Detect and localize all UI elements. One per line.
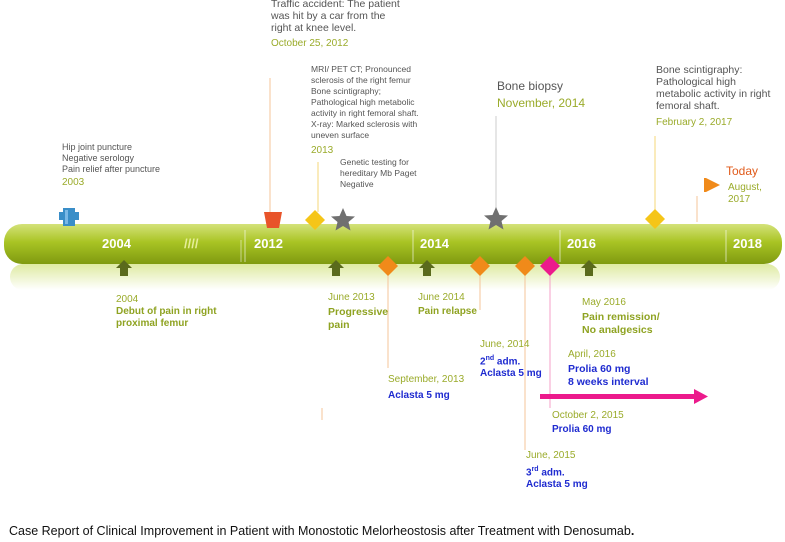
figure-caption-period: . — [630, 524, 635, 538]
event-2003: Hip joint puncture Negative serology Pai… — [62, 142, 160, 189]
year-2012: 2012 — [254, 236, 283, 251]
event-2004: 2004 Debut of pain in right proximal fem… — [116, 294, 217, 330]
event-jun2014b-date: June, 2014 — [480, 339, 530, 350]
event-jun2013-date: June 2013 — [328, 292, 375, 303]
event-2004-date: 2004 — [116, 294, 139, 305]
event-accident-text: Traffic accident: The patient was hit by… — [271, 0, 400, 34]
arrow-jun2014 — [419, 260, 435, 276]
arrow-2004 — [116, 260, 132, 276]
event-apr2016: April, 2016 Prolia 60 mg 8 weeks interva… — [568, 349, 649, 389]
event-jun2013-text: Progressive pain — [328, 306, 389, 331]
event-oct2015: October 2, 2015 Prolia 60 mg — [552, 410, 624, 436]
event-jun2015-sup: rd — [531, 466, 539, 473]
event-accident-date: October 25, 2012 — [271, 38, 349, 49]
event-biopsy-title: Bone biopsy — [497, 79, 564, 93]
prolia-interval-arrow — [540, 389, 708, 404]
diamond-2013 — [305, 210, 325, 230]
today-date: August, 2017 — [728, 182, 762, 205]
event-jun2014a-date: June 2014 — [418, 292, 465, 303]
event-sep2013: September, 2013 Aclasta 5 mg — [388, 374, 464, 402]
axis-break: //// — [184, 236, 199, 251]
year-2016: 2016 — [567, 236, 596, 251]
event-scint2017-date: February 2, 2017 — [656, 117, 733, 128]
event-2013-date: 2013 — [311, 145, 334, 156]
event-accident: Traffic accident: The patient was hit by… — [271, 0, 400, 50]
event-scint2017-text: Bone scintigraphy: Pathological high met… — [656, 64, 771, 112]
event-jun2015-date: June, 2015 — [526, 450, 576, 461]
hip-puncture-marker — [59, 208, 79, 226]
figure-caption: Case Report of Clinical Improvement in P… — [9, 524, 634, 539]
event-scint2017: Bone scintigraphy: Pathological high met… — [656, 64, 770, 129]
today-label: Today — [726, 164, 759, 178]
arrow-jun2013 — [328, 260, 344, 276]
event-genetic: Genetic testing for hereditary Mb Paget … — [340, 157, 417, 190]
event-jun2014b: June, 2014 2nd adm. Aclasta 5 mg — [480, 339, 542, 380]
figure-caption-text: Case Report of Clinical Improvement in P… — [9, 524, 631, 538]
event-apr2016-text: Prolia 60 mg 8 weeks interval — [568, 363, 649, 388]
event-biopsy: Bone biopsy November, 2014 — [497, 80, 585, 110]
year-2014: 2014 — [420, 236, 449, 251]
arrow-may2016 — [581, 260, 597, 276]
year-2004: 2004 — [102, 236, 131, 251]
event-2003-text: Hip joint puncture Negative serology Pai… — [62, 142, 161, 174]
diamond-jun2014 — [470, 256, 490, 276]
event-may2016-text: Pain remission/ No analgesics — [582, 311, 660, 336]
event-oct2015-text: Prolia 60 mg — [552, 424, 612, 435]
event-sep2013-date: September, 2013 — [388, 374, 465, 385]
event-jun2015-adm: adm. — [538, 467, 565, 479]
diamond-oct2015 — [540, 256, 560, 276]
event-2003-date: 2003 — [62, 177, 85, 188]
event-jun2015: June, 2015 3rd adm. Aclasta 5 mg — [526, 450, 588, 491]
event-sep2013-text: Aclasta 5 mg — [388, 390, 450, 401]
event-jun2014a-text: Pain relapse — [418, 306, 477, 317]
diamond-2017 — [645, 209, 665, 229]
event-2004-text: Debut of pain in right proximal femur — [116, 306, 217, 329]
event-may2016-date: May 2016 — [582, 297, 626, 308]
event-jun2014b-text: Aclasta 5 mg — [480, 368, 542, 380]
event-2013: MRI/ PET CT; Pronounced sclerosis of the… — [311, 64, 419, 157]
diamond-sep2013 — [378, 256, 398, 276]
event-today: Today August, 2017 — [726, 165, 785, 206]
event-oct2015-date: October 2, 2015 — [552, 410, 624, 421]
accident-marker — [264, 212, 282, 228]
event-may2016: May 2016 Pain remission/ No analgesics — [582, 297, 660, 337]
event-jun2015-ord: 3 — [526, 467, 532, 479]
diamond-jun2015 — [515, 256, 535, 276]
event-2013-text: MRI/ PET CT; Pronounced sclerosis of the… — [311, 64, 419, 140]
event-jun2013: June 2013 Progressive pain — [328, 292, 388, 332]
event-jun2014b-adm: adm. — [494, 356, 521, 368]
star-genetic — [331, 208, 355, 231]
event-biopsy-date: November, 2014 — [497, 96, 586, 110]
today-flag — [706, 178, 720, 192]
timeline-bar — [4, 224, 782, 264]
event-jun2014a: June 2014 Pain relapse — [418, 292, 477, 318]
star-biopsy — [484, 207, 508, 230]
event-apr2016-date: April, 2016 — [568, 349, 616, 360]
event-jun2014b-ord: 2 — [480, 356, 486, 368]
event-jun2015-text: Aclasta 5 mg — [526, 479, 588, 491]
event-jun2014b-sup: nd — [485, 355, 495, 362]
event-genetic-text: Genetic testing for hereditary Mb Paget … — [340, 157, 417, 189]
year-2018: 2018 — [733, 236, 762, 251]
